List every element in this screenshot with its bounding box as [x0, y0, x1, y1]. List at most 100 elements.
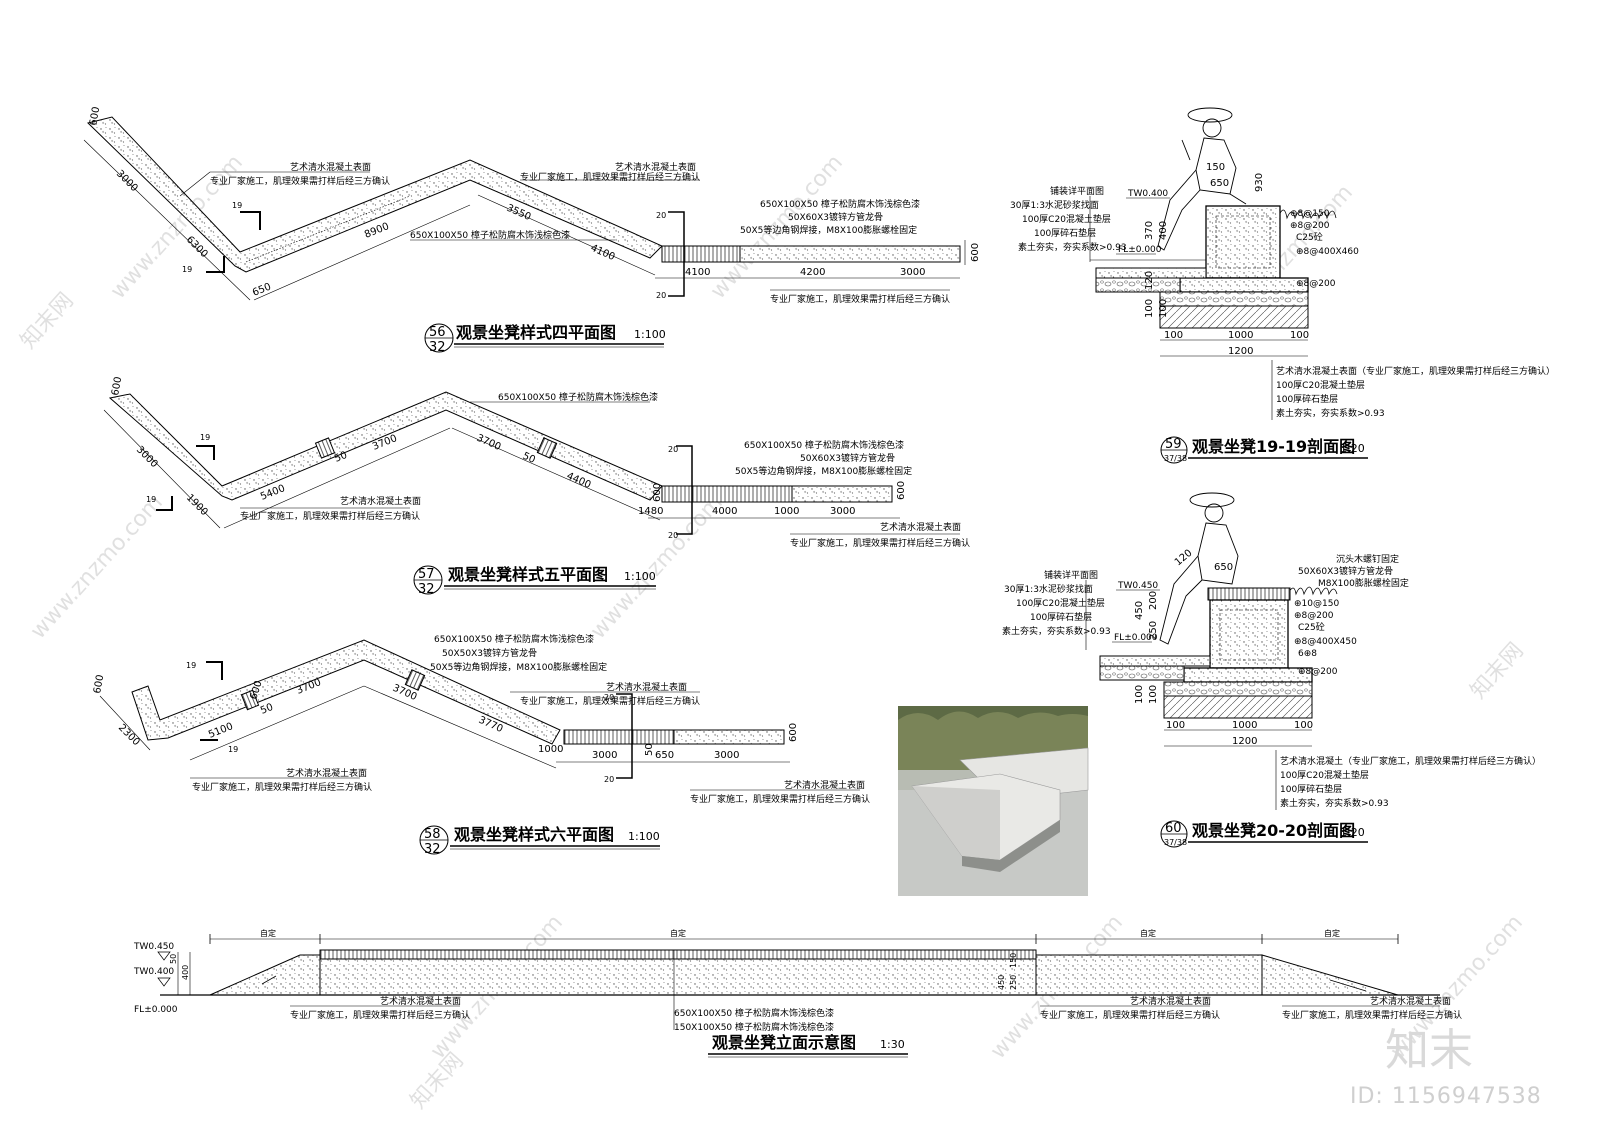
dim: 4100 — [685, 267, 710, 278]
drawing-number: 56 — [429, 325, 446, 340]
note: 铺装详平面图 — [1044, 569, 1098, 581]
level-mark: FL±0.000 — [1114, 633, 1158, 643]
dim: 50 — [259, 702, 275, 717]
sheet-number: 32 — [418, 582, 435, 597]
dim: 3700 — [475, 433, 503, 453]
dim: 600 — [970, 243, 981, 262]
dim: 4400 — [565, 471, 593, 491]
plan-6: 19 19 20 20 600 2300 5100 600 50 3700 37… — [92, 633, 870, 857]
drawing-title: 观景坐凳20-20剖面图 — [1192, 821, 1355, 840]
note: 专业厂家施工，肌理效果需打样后经三方确认 — [1040, 1009, 1220, 1021]
note: 30厚1:3水泥砂浆找面 — [1010, 199, 1099, 211]
dim: 1900 — [184, 492, 210, 518]
note: 650X100X50 樟子松防腐木饰浅棕色漆 — [434, 633, 594, 645]
note: 100厚碎石垫层 — [1030, 611, 1092, 623]
note: 艺术清水混凝土（专业厂家施工，肌理效果需打样后经三方确认） — [1280, 755, 1541, 767]
note: 100厚碎石垫层 — [1276, 393, 1338, 405]
drawing-number: 57 — [418, 567, 435, 582]
dim: 3000 — [830, 506, 855, 517]
section-mark: 19 — [228, 745, 238, 754]
note: M8X100膨胀螺栓固定 — [1318, 577, 1409, 589]
note: ⊕10@150 — [1294, 599, 1339, 609]
dim: 600 — [92, 674, 106, 695]
dim: 100 — [1290, 330, 1309, 341]
note: ⊕8@150 — [1290, 209, 1330, 219]
dim: 4200 — [800, 267, 825, 278]
drawing-number: 60 — [1165, 821, 1182, 836]
drawing-scale: 1:20 — [1340, 442, 1365, 455]
dim: 120 — [1173, 548, 1195, 569]
drawing-title: 观景坐凳立面示意图 — [712, 1033, 856, 1052]
dim: 自定 — [260, 928, 276, 938]
note: 艺术清水混凝土表面 — [380, 995, 461, 1007]
dim: 1000 — [1232, 720, 1257, 731]
reference-photo — [898, 706, 1089, 896]
dim: 50 — [521, 451, 537, 466]
drawing-scale: 1:100 — [634, 328, 666, 341]
dim: 2300 — [116, 722, 142, 748]
level-mark: TW0.450 — [1117, 581, 1158, 591]
note: 100厚C20混凝土垫层 — [1016, 597, 1105, 609]
section-20: 100 1000 100 1200 250 450 200 100 100 65… — [1002, 492, 1541, 848]
dim: 4000 — [712, 506, 737, 517]
dim: 930 — [1254, 173, 1265, 192]
note: 专业厂家施工，肌理效果需打样后经三方确认 — [210, 175, 390, 187]
drawing-scale: 1:100 — [628, 830, 660, 843]
note: ⊕8@200 — [1294, 611, 1334, 621]
note: 专业厂家施工，肌理效果需打样后经三方确认 — [240, 510, 420, 522]
drawing-scale: 1:20 — [1340, 826, 1365, 839]
note: 艺术清水混凝土表面 — [340, 495, 421, 507]
section-mark: 19 — [186, 661, 196, 670]
dim: 3000 — [592, 750, 617, 761]
watermark-url: www.znzmo.com — [26, 490, 168, 644]
note: 50X5等边角钢焊接，M8X100膨胀螺栓固定 — [740, 224, 917, 236]
dim: 600 — [652, 483, 663, 502]
dim: 450 — [1134, 601, 1145, 620]
dim: 600 — [88, 106, 102, 127]
sheet-number: 32 — [429, 340, 446, 355]
dim: 8900 — [363, 221, 391, 241]
dim: 600 — [110, 376, 124, 397]
note: 艺术清水混凝土表面 — [615, 161, 696, 173]
note: 650X100X50 樟子松防腐木饰浅棕色漆 — [674, 1007, 834, 1019]
dim: 自定 — [1140, 928, 1156, 938]
dim: 1000 — [774, 506, 799, 517]
note: 素土夯实，夯实系数>0.93 — [1276, 407, 1385, 419]
note: 专业厂家施工，肌理效果需打样后经三方确认 — [790, 537, 970, 549]
dim: 4100 — [589, 243, 617, 263]
section-mark: 19 — [182, 265, 192, 274]
dim: 5100 — [207, 721, 235, 741]
note: ⊕8@200 — [1296, 279, 1336, 289]
note: 100厚C20混凝土垫层 — [1280, 769, 1369, 781]
note: ⊕8@200 — [1290, 221, 1330, 231]
watermark-cn: 知末网 — [16, 288, 79, 354]
dim: 3000 — [714, 750, 739, 761]
plan-4: 19 19 20 20 600 3000 6300 650 8900 3550 … — [83, 106, 981, 355]
note: 专业厂家施工，肌理效果需打样后经三方确认 — [520, 171, 700, 183]
note: ⊕8@400X450 — [1294, 637, 1357, 647]
note: C25砼 — [1296, 231, 1323, 243]
section-mark: 19 — [200, 433, 210, 442]
dim: 200 — [1148, 591, 1159, 610]
dim: 1480 — [638, 506, 663, 517]
dim: 250 — [1009, 975, 1018, 990]
drawing-title: 观景坐凳样式四平面图 — [456, 323, 616, 342]
note: 专业厂家施工，肌理效果需打样后经三方确认 — [690, 793, 870, 805]
note: 艺术清水混凝土表面 — [606, 681, 687, 693]
note: 素土夯实，夯实系数>0.93 — [1002, 625, 1111, 637]
watermark-logo: 知末 — [1385, 1025, 1473, 1076]
note: 艺术清水混凝土表面 — [784, 779, 865, 791]
dim: 400 — [181, 965, 190, 980]
level-mark: TW0.400 — [133, 967, 174, 977]
watermark-id: ID: 1156947538 — [1350, 1084, 1542, 1109]
section-mark: 20 — [668, 531, 678, 540]
note: 专业厂家施工，肌理效果需打样后经三方确认 — [520, 695, 700, 707]
drawing-scale: 1:100 — [624, 570, 656, 583]
section-mark: 20 — [604, 775, 614, 784]
note: 艺术清水混凝土表面 — [1370, 995, 1451, 1007]
dim: 650 — [251, 281, 273, 298]
dim: 100 — [1164, 330, 1183, 341]
level-mark: FL±0.000 — [1118, 245, 1162, 255]
dim: 100 — [1144, 299, 1155, 318]
